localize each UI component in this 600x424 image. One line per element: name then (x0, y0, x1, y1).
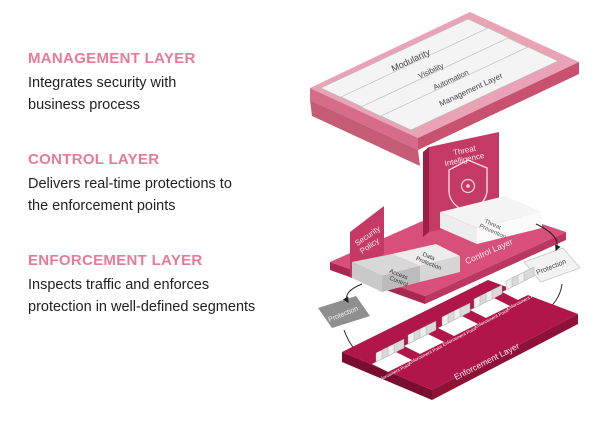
access-control-piece (352, 254, 420, 292)
management-bars (320, 18, 559, 131)
arrow-left-down (342, 283, 363, 304)
enforcement-layer-title: ENFORCEMENT LAYER (28, 252, 203, 269)
management-layer-desc-line1: Integrates security with (28, 75, 177, 91)
threat-prevention-box (440, 196, 542, 244)
enforcement-layer-desc-line2: protection in well-defined segments (28, 299, 256, 315)
control-layer-desc-line2: the enforcement points (28, 198, 176, 214)
enforcement-point-segment: Enforcement Point (502, 266, 542, 311)
management-layer-desc-line2: business process (28, 97, 141, 113)
protection-tag-right (523, 247, 581, 283)
management-layer-text: MANAGEMENT LAYER Integrates security wit… (28, 50, 298, 116)
control-layer-desc-line1: Delivers real-time protections to (28, 176, 232, 192)
arrow-right-down (535, 223, 561, 252)
enforcement-layer-text: ENFORCEMENT LAYER Inspects traffic and e… (28, 252, 298, 318)
control-layer-title: CONTROL LAYER (28, 151, 160, 168)
protection-tag-left (318, 296, 370, 328)
data-protection-piece (392, 244, 460, 282)
architecture-diagram: Modularity Visibility Automation Managem… (310, 12, 581, 400)
control-layer-text: CONTROL LAYER Delivers real-time protect… (28, 151, 298, 217)
data-protection-label-1: Data (421, 252, 436, 263)
enforcement-layer-desc-line1: Inspects traffic and enforces (28, 277, 210, 293)
management-layer-title: MANAGEMENT LAYER (28, 50, 196, 67)
